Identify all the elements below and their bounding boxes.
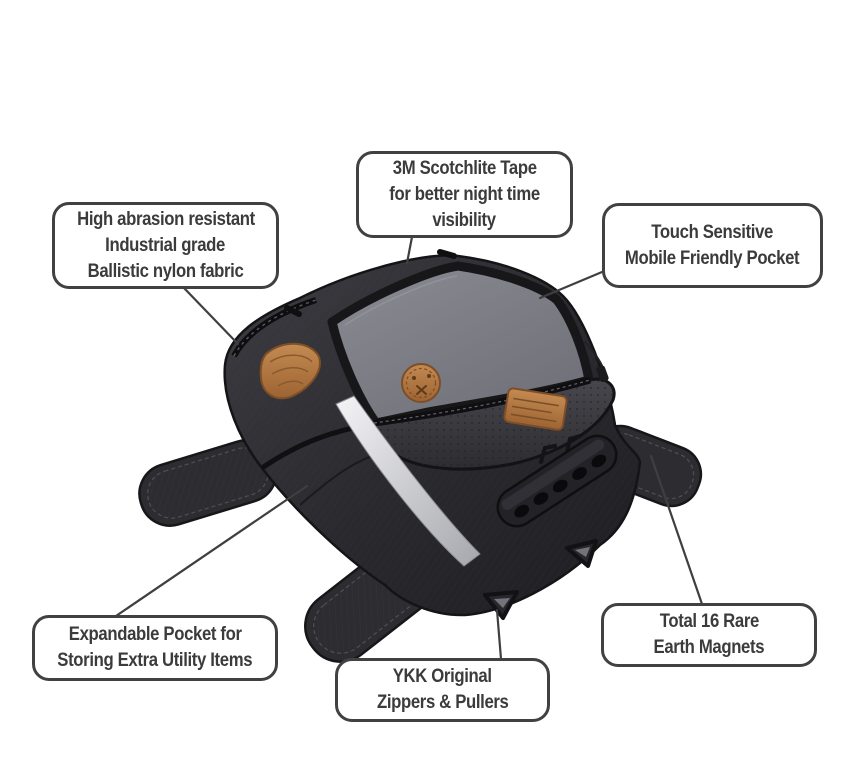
callout-text: Industrial grade <box>105 234 226 256</box>
zipper-pulls <box>284 249 609 464</box>
carry-handle <box>496 434 618 528</box>
callout-text: Earth Magnets <box>653 637 765 658</box>
clear-top-panel <box>327 261 594 428</box>
callout-earth-magnets: Total 16 Rare Earth Magnets <box>601 603 817 667</box>
callout-text: for better night time <box>389 183 540 205</box>
callout-abrasion-fabric: High abrasion resistant Industrial grade… <box>52 202 279 289</box>
callout-text: Touch Sensitive <box>651 221 774 243</box>
callout-ykk-zippers: YKK Original Zippers & Pullers <box>335 658 550 722</box>
leader-magnets <box>649 454 704 606</box>
leader-ykk <box>495 608 503 661</box>
callout-expandable-pocket: Expandable Pocket for Storing Extra Util… <box>32 615 278 681</box>
strap-loops <box>483 539 598 620</box>
callout-text: Total 16 Rare <box>659 611 759 632</box>
callout-text: Storing Extra Utility Items <box>57 650 253 671</box>
brand-leather-label <box>503 387 568 431</box>
callout-text: High abrasion resistant <box>76 208 255 230</box>
callout-text: 3M Scotchlite Tape <box>392 157 537 179</box>
callout-text: Mobile Friendly Pocket <box>625 247 800 269</box>
reflective-stripe <box>335 395 481 567</box>
callout-leader-lines <box>114 235 704 661</box>
callout-text: Zippers & Pullers <box>376 692 509 713</box>
leader-touch <box>538 270 604 300</box>
leader-scotchlite <box>405 235 414 265</box>
callout-scotchlite-tape: 3M Scotchlite Tape for better night time… <box>356 151 573 238</box>
callout-text: Ballistic nylon fabric <box>87 260 244 282</box>
wing-leather-patch <box>259 342 321 400</box>
leader-abrasion <box>182 286 240 346</box>
leader-expandable <box>114 484 309 618</box>
callout-touch-pocket: Touch Sensitive Mobile Friendly Pocket <box>602 203 823 288</box>
callout-text: Expandable Pocket for <box>68 624 242 645</box>
callout-text: YKK Original <box>393 666 492 687</box>
callout-text: visibility <box>432 209 497 231</box>
round-leather-badge <box>401 363 441 403</box>
